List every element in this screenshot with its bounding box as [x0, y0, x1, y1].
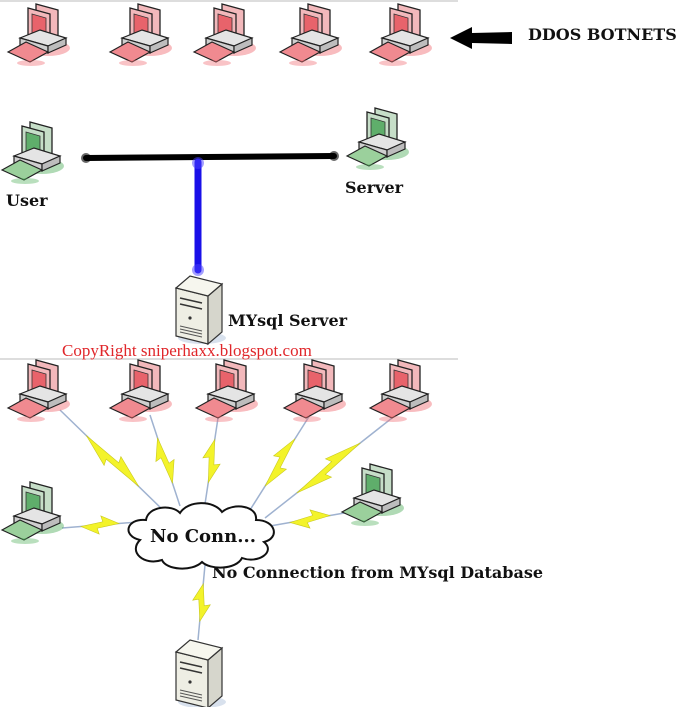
server-computer-icon	[341, 463, 405, 527]
network-link-black	[83, 153, 337, 161]
botnet-computer-icon	[369, 359, 433, 423]
botnet-computer-icon	[109, 3, 173, 67]
no-connection-label: No Connection from MYsql Database	[212, 563, 543, 582]
botnet-computer-icon	[109, 359, 173, 423]
botnet-computer-icon	[283, 359, 347, 423]
user-computer-icon	[1, 481, 65, 545]
link-endpoint	[192, 157, 204, 169]
link-endpoint	[329, 151, 339, 161]
arrow-left-icon	[450, 27, 512, 49]
lightning-bolt-icon	[86, 435, 140, 487]
lightning-bolt-icon	[288, 509, 332, 529]
botnets-label: DDOS BOTNETS	[528, 25, 677, 44]
lightning-bolts	[59, 409, 393, 641]
botnet-computer-icon	[7, 359, 71, 423]
botnet-computer-icon	[369, 3, 433, 67]
server-tower-icon	[175, 275, 227, 345]
lightning-bolt-icon	[80, 515, 120, 535]
lightning-bolt-icon	[296, 442, 361, 494]
user-label: User	[6, 191, 48, 210]
lightning-bolt-icon	[264, 438, 296, 487]
botnet-computer-icon	[7, 3, 71, 67]
server-label: Server	[345, 178, 404, 197]
copyright-text: CopyRight sniperhaxx.blogspot.com	[62, 341, 312, 360]
server-tower-icon	[175, 639, 227, 707]
server-computer-icon	[346, 107, 410, 171]
cloud-label: No Conn...	[150, 526, 256, 547]
link-endpoint	[81, 153, 91, 163]
cloud-icon	[127, 502, 275, 570]
botnet-computer-icon	[279, 3, 343, 67]
lightning-bolt-icon	[192, 582, 211, 623]
user-computer-icon	[1, 121, 65, 185]
mysql-server-label: MYsql Server	[228, 311, 348, 330]
lightning-bolt-icon	[155, 437, 175, 484]
link-endpoint	[192, 264, 204, 276]
botnet-computer-icon	[193, 3, 257, 67]
botnet-computer-icon	[195, 359, 259, 423]
lightning-bolt-icon	[202, 438, 221, 484]
